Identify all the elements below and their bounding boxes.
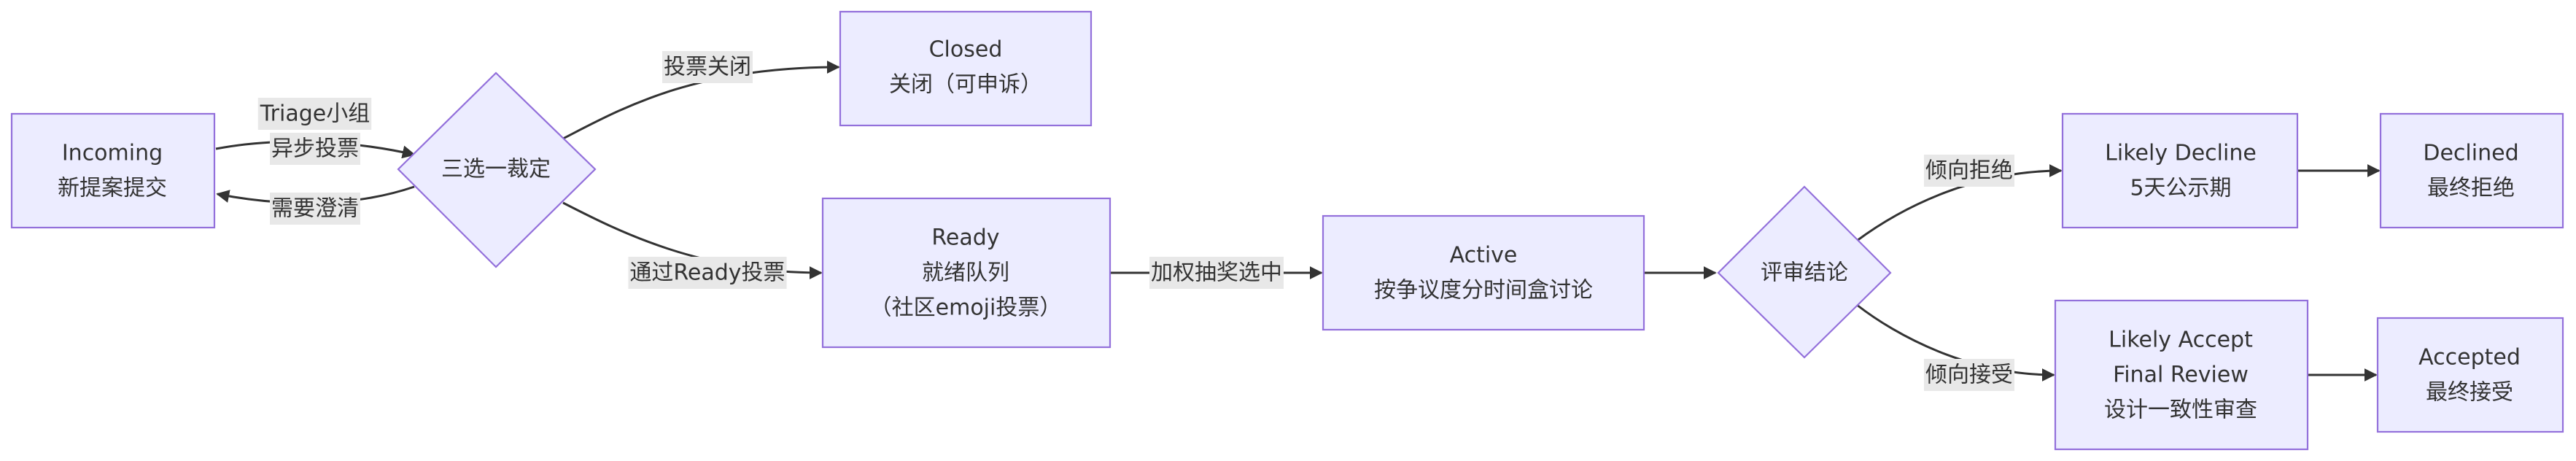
node-triage[interactable]: 三选一裁定 — [397, 71, 597, 268]
node-label-line: 最终接受 — [2426, 380, 2513, 406]
node-label-line: Likely Accept — [2108, 328, 2253, 353]
node-active[interactable]: Active 按争议度分时间盒讨论 — [1322, 214, 1645, 331]
edge-label-background — [628, 257, 787, 289]
node-label-line: 设计一致性审查 — [2104, 398, 2257, 423]
edge-label-line: 投票关闭 — [664, 55, 751, 80]
node-label-line: Final Review — [2113, 363, 2249, 388]
node-label-line: Ready — [931, 225, 999, 251]
node-label-line: Accepted — [2418, 345, 2521, 371]
edge-label-background — [1924, 359, 2014, 391]
edge-review-to-likely-accept — [1856, 303, 2055, 381]
node-review[interactable]: 评审结论 — [1717, 185, 1892, 359]
node-likely-decline[interactable]: Likely Decline 5天公示期 — [2061, 112, 2299, 229]
edge-label-background — [1924, 155, 2014, 187]
edge-label-line: 通过Ready投票 — [629, 260, 785, 286]
node-declined[interactable]: Declined 最终拒绝 — [2379, 112, 2564, 229]
edge-label-background — [270, 193, 360, 225]
edge-label-background — [270, 133, 360, 165]
node-label-line: 评审结论 — [1761, 260, 1848, 286]
edge-triage-to-closed — [562, 61, 840, 140]
edge-label-background — [1149, 257, 1284, 289]
edge-label-triage-incoming: 需要澄清 — [270, 193, 360, 225]
edge-label-ready-active: 加权抽奖选中 — [1149, 257, 1284, 289]
edge-label-line: 加权抽奖选中 — [1151, 260, 1282, 286]
node-label-line: 按争议度分时间盒讨论 — [1374, 278, 1593, 303]
node-label-line: 5天公示期 — [2130, 176, 2231, 201]
node-label-line: Closed — [929, 37, 1003, 63]
edge-label-line: 倾向拒绝 — [1925, 158, 2013, 184]
node-label-line: Active — [1450, 243, 1518, 268]
node-label-line: 就绪队列 — [922, 260, 1009, 286]
node-ready[interactable]: Ready 就绪队列 （社区emoji投票） — [821, 197, 1112, 349]
edge-label-review-decline: 倾向拒绝 — [1924, 155, 2014, 187]
edge-label-triage-ready: 通过Ready投票 — [628, 257, 787, 289]
edge-review-to-likely-decline — [1856, 164, 2063, 242]
edge-label-line: 需要澄清 — [271, 196, 359, 222]
node-label-line: 关闭（可申诉） — [889, 72, 1042, 98]
edge-label-line: 异步投票 — [271, 136, 359, 162]
edge-label-line: 倾向接受 — [1925, 363, 2013, 388]
node-closed[interactable]: Closed 关闭（可申诉） — [839, 10, 1093, 127]
edge-label-background — [257, 98, 372, 130]
node-label-line: Declined — [2423, 141, 2518, 166]
edge-label-line: Triage小组 — [260, 101, 370, 127]
node-label-line: Likely Decline — [2105, 141, 2257, 166]
node-incoming[interactable]: Incoming 新提案提交 — [10, 112, 216, 229]
node-label-line: 三选一裁定 — [441, 157, 551, 182]
edge-label-background — [662, 51, 753, 83]
node-label-line: （社区emoji投票） — [870, 295, 1062, 321]
node-label-line: 最终拒绝 — [2427, 176, 2515, 201]
edge-label-review-accept: 倾向接受 — [1924, 359, 2014, 391]
edge-label-triage-closed: 投票关闭 — [662, 51, 753, 83]
node-label-line: Incoming — [62, 141, 163, 166]
node-label-line: 新提案提交 — [58, 176, 167, 201]
node-accepted[interactable]: Accepted 最终接受 — [2376, 317, 2564, 433]
